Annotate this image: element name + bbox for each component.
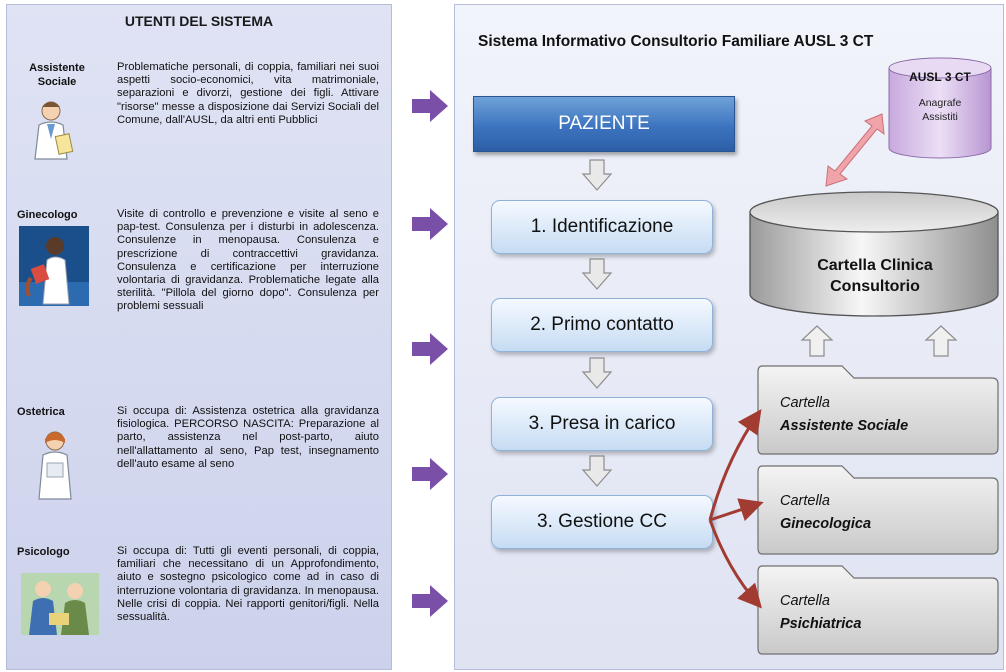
folder-line2: Psichiatrica xyxy=(780,616,862,632)
arrow-up-icon xyxy=(800,325,834,357)
gynecologist-icon xyxy=(19,226,89,306)
role-description: Problematiche personali, di coppia, fami… xyxy=(117,61,379,126)
psychologist-icon xyxy=(21,573,99,635)
arrow-right-icon xyxy=(412,458,448,490)
arrow-right-icon xyxy=(412,333,448,365)
folder-line2: Assistente Sociale xyxy=(780,418,909,434)
step-primo-contatto: 2. Primo contatto xyxy=(491,298,713,352)
sync-arrow-icon xyxy=(825,113,885,187)
arrow-right-icon xyxy=(412,585,448,617)
system-title: Sistema Informativo Consultorio Familiar… xyxy=(478,33,874,50)
midwife-icon xyxy=(38,431,72,500)
users-panel: UTENTI DEL SISTEMA Assistente Sociale Pr… xyxy=(6,4,392,670)
doctor-icon xyxy=(34,101,74,160)
role-label: Psicologo xyxy=(17,546,70,558)
step-presa-in-carico: 3. Presa in carico xyxy=(491,397,713,451)
arrow-up-icon xyxy=(924,325,958,357)
folder-line1: Cartella xyxy=(780,395,830,411)
ausl-anagrafe-label: Anagrafe Assistiti xyxy=(888,96,992,124)
role-description: Visite di controllo e prevenzione e visi… xyxy=(117,208,379,313)
paziente-box: PAZIENTE xyxy=(473,96,735,152)
database-label: Cartella Clinica Consultorio xyxy=(760,255,990,297)
folder-ginecologica-label: Cartella Ginecologica xyxy=(780,490,871,536)
branch-arrows xyxy=(708,409,764,609)
arrow-down-icon xyxy=(581,357,613,389)
arrow-right-icon xyxy=(412,208,448,240)
ausl-database-icon xyxy=(888,57,992,159)
ausl-line1: Anagrafe xyxy=(918,97,962,109)
folder-icon xyxy=(757,365,999,455)
role-label: Assistente Sociale xyxy=(29,62,85,88)
folder-line2: Ginecologica xyxy=(780,516,872,532)
step-gestione-cc: 3. Gestione CC xyxy=(491,495,713,549)
arrow-down-icon xyxy=(581,455,613,487)
arrow-down-icon xyxy=(581,159,613,191)
database-line1: Cartella Clinica xyxy=(817,257,933,274)
arrow-down-icon xyxy=(581,258,613,290)
folder-icon xyxy=(757,465,999,555)
users-panel-title: UTENTI DEL SISTEMA xyxy=(124,13,274,29)
role-description: Si occupa di: Assistenza ostetrica alla … xyxy=(117,405,379,470)
folder-line1: Cartella xyxy=(780,593,830,609)
ausl-line2: Assistiti xyxy=(922,111,958,123)
role-description: Si occupa di: Tutti gli eventi personali… xyxy=(117,545,379,624)
ausl-title: AUSL 3 CT xyxy=(909,70,971,84)
arrow-right-icon xyxy=(412,90,448,122)
cartella-clinica-database-icon xyxy=(749,191,999,317)
folder-icon xyxy=(757,565,999,655)
folder-psichiatrica-label: Cartella Psichiatrica xyxy=(780,590,861,636)
folder-line1: Cartella xyxy=(780,493,830,509)
folder-assistente-sociale-label: Cartella Assistente Sociale xyxy=(780,392,908,438)
role-label: Ostetrica xyxy=(17,406,65,418)
role-label: Ginecologo xyxy=(17,209,78,221)
step-identificazione: 1. Identificazione xyxy=(491,200,713,254)
database-line2: Consultorio xyxy=(830,278,920,295)
